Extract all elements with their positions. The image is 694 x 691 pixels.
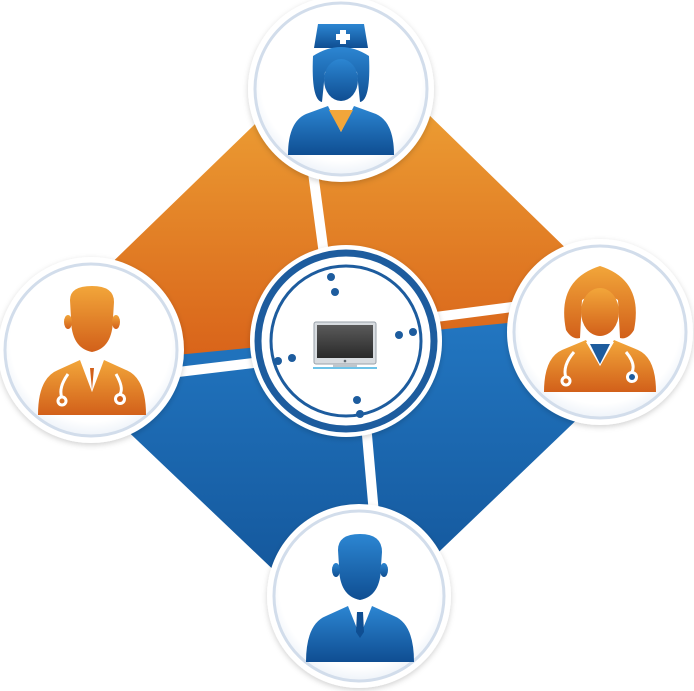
hub-outer-ring	[254, 249, 438, 433]
male-doctor-icon	[38, 286, 146, 415]
spoke-top	[307, 160, 330, 267]
monitor-icon	[313, 321, 377, 369]
spoke-right	[423, 301, 525, 323]
female-doctor-icon	[544, 266, 656, 392]
nurse-icon	[288, 24, 394, 155]
spoke-left	[173, 357, 267, 377]
node-top	[248, 0, 434, 182]
businessman-icon	[306, 534, 414, 662]
hub-inner-ring	[269, 264, 423, 418]
node-right	[507, 239, 693, 425]
node-bottom	[267, 504, 451, 688]
hub-port-dots	[274, 273, 417, 418]
center-hub	[250, 245, 442, 437]
node-left	[0, 257, 184, 443]
